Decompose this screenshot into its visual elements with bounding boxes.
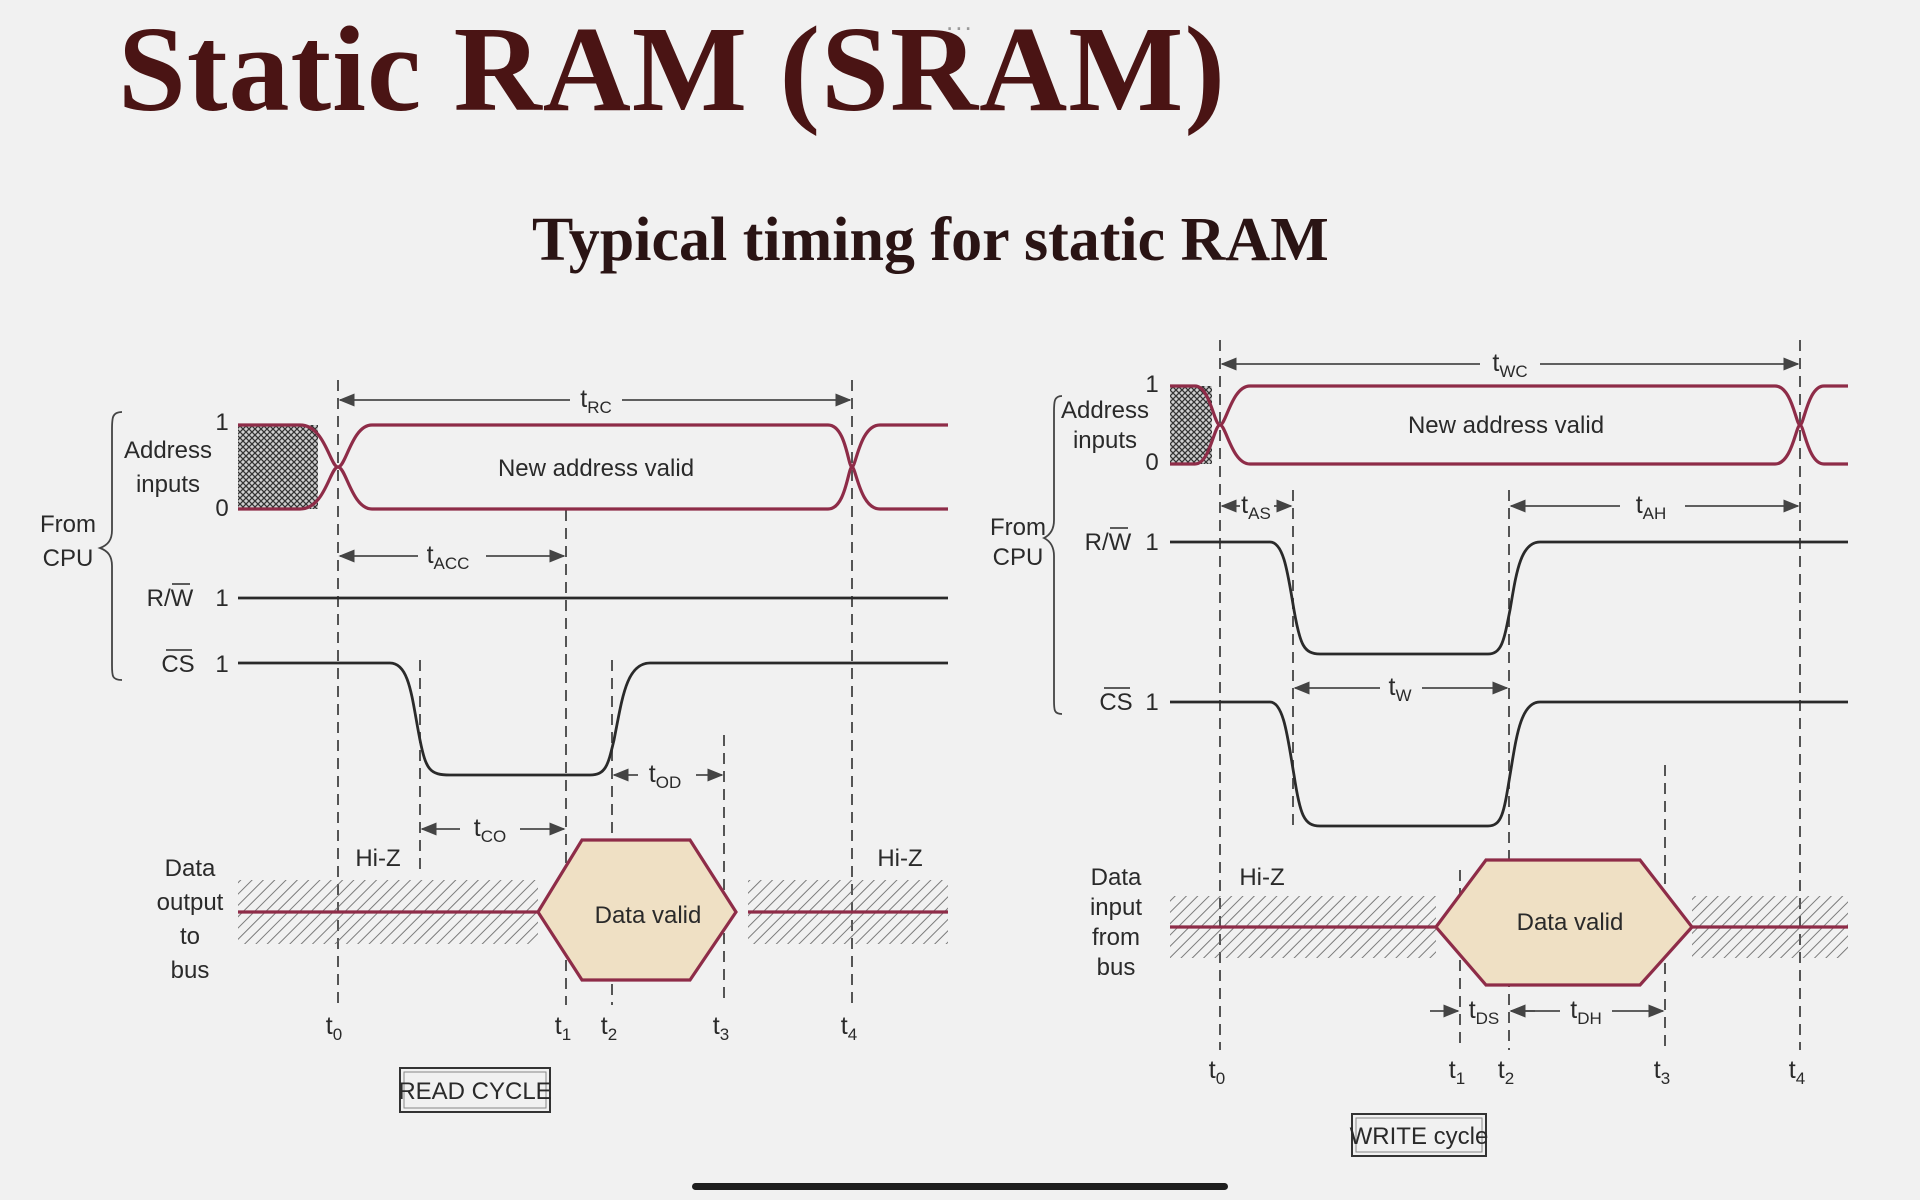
svg-text:From: From xyxy=(40,511,96,538)
svg-text:CPU: CPU xyxy=(993,544,1044,571)
write-tdh-arrow: tDH xyxy=(1509,996,1665,1028)
write-rw-signal: R/W 1 xyxy=(1085,527,1848,656)
svg-text:R/W: R/W xyxy=(147,585,194,612)
svg-text:1: 1 xyxy=(215,651,228,678)
svg-text:t2: t2 xyxy=(1498,1056,1514,1088)
write-tah-arrow: tAH xyxy=(1509,491,1800,523)
svg-text:CPU: CPU xyxy=(43,545,94,572)
svg-text:to: to xyxy=(180,923,200,950)
read-cs-signal: CS 1 xyxy=(161,649,948,777)
slide-subtitle: Typical timing for static RAM xyxy=(532,206,1329,274)
svg-text:0: 0 xyxy=(215,495,228,522)
read-time-markers xyxy=(337,380,853,1005)
svg-text:Hi-Z: Hi-Z xyxy=(1239,864,1284,891)
svg-text:tWC: tWC xyxy=(1492,349,1527,381)
svg-text:input: input xyxy=(1090,894,1142,921)
svg-text:t3: t3 xyxy=(1654,1056,1670,1088)
svg-text:tRC: tRC xyxy=(580,385,612,417)
read-tco-arrow: tCO xyxy=(420,814,566,846)
svg-text:Address: Address xyxy=(1061,397,1149,424)
write-time-markers xyxy=(1219,340,1801,1050)
svg-text:READ CYCLE: READ CYCLE xyxy=(398,1078,551,1105)
write-cycle-diagram: tWC New address valid 1 0 Address inputs… xyxy=(990,340,1848,1157)
read-address-signal: New address valid 1 0 Address inputs xyxy=(124,409,948,522)
svg-text:1: 1 xyxy=(1145,371,1158,398)
svg-text:Hi-Z: Hi-Z xyxy=(877,845,922,872)
write-tw-arrow: tW xyxy=(1293,673,1509,705)
svg-text:CS: CS xyxy=(161,651,194,678)
svg-text:CS: CS xyxy=(1099,689,1132,716)
svg-text:t4: t4 xyxy=(1789,1056,1805,1088)
svg-text:t2: t2 xyxy=(601,1012,617,1044)
svg-text:tW: tW xyxy=(1389,673,1412,705)
svg-text:output: output xyxy=(157,889,224,916)
more-options-dots[interactable]: ... xyxy=(946,6,974,36)
svg-text:bus: bus xyxy=(1097,954,1136,981)
read-cycle-caption: READ CYCLE xyxy=(398,1067,552,1113)
svg-text:1: 1 xyxy=(1145,689,1158,716)
svg-text:1: 1 xyxy=(215,585,228,612)
read-time-labels: t0 t1 t2 t3 t4 xyxy=(326,1012,857,1044)
write-cs-signal: CS 1 xyxy=(1099,687,1848,828)
read-from-cpu-brace: From CPU xyxy=(40,411,123,681)
read-tod-arrow: tOD xyxy=(612,760,724,792)
svg-text:tAH: tAH xyxy=(1636,491,1667,523)
svg-text:0: 0 xyxy=(1145,449,1158,476)
svg-text:tACC: tACC xyxy=(427,541,470,573)
svg-text:Data: Data xyxy=(165,855,216,882)
svg-text:Address: Address xyxy=(124,437,212,464)
svg-text:tDS: tDS xyxy=(1469,996,1500,1028)
read-new-address-label: New address valid xyxy=(498,455,694,482)
write-address-signal: New address valid 1 0 Address inputs xyxy=(1061,371,1848,476)
svg-text:from: from xyxy=(1092,924,1140,951)
svg-text:t4: t4 xyxy=(841,1012,857,1044)
read-tacc-arrow: tACC xyxy=(338,541,566,573)
svg-text:From: From xyxy=(990,514,1046,541)
svg-text:tAS: tAS xyxy=(1241,491,1271,523)
read-rw-signal: R/W 1 xyxy=(147,583,948,612)
home-indicator-bar[interactable] xyxy=(692,1183,1228,1190)
svg-text:t1: t1 xyxy=(555,1012,571,1044)
svg-text:t0: t0 xyxy=(326,1012,342,1044)
read-trc-arrow: tRC xyxy=(338,385,852,417)
svg-text:1: 1 xyxy=(1145,529,1158,556)
svg-text:Hi-Z: Hi-Z xyxy=(355,845,400,872)
svg-text:inputs: inputs xyxy=(136,471,200,498)
write-twc-arrow: tWC xyxy=(1220,349,1800,381)
write-data-signal: Data valid Hi-Z Data input from bus xyxy=(1090,858,1848,987)
svg-text:inputs: inputs xyxy=(1073,427,1137,454)
read-cycle-diagram: tRC New address valid 1 0 Address inputs… xyxy=(40,380,948,1113)
write-data-valid-label: Data valid xyxy=(1517,909,1624,936)
svg-text:Data: Data xyxy=(1091,864,1142,891)
svg-text:tCO: tCO xyxy=(474,814,506,846)
slide-title: Static RAM (SRAM) xyxy=(118,2,1226,137)
read-data-valid-label: Data valid xyxy=(595,902,702,929)
read-data-signal: Data valid Hi-Z Hi-Z Data output to bus xyxy=(157,838,948,984)
svg-text:1: 1 xyxy=(215,409,228,436)
svg-text:bus: bus xyxy=(171,957,210,984)
write-time-labels: t0 t1 t2 t3 t4 xyxy=(1209,1056,1805,1088)
svg-text:WRITE cycle: WRITE cycle xyxy=(1350,1123,1489,1150)
svg-text:t1: t1 xyxy=(1449,1056,1465,1088)
write-tas-arrow: tAS xyxy=(1220,491,1293,523)
write-from-cpu-brace: From CPU xyxy=(990,395,1063,715)
svg-text:R/W: R/W xyxy=(1085,529,1132,556)
write-cycle-caption: WRITE cycle xyxy=(1350,1113,1489,1157)
svg-text:t0: t0 xyxy=(1209,1056,1225,1088)
svg-text:tOD: tOD xyxy=(649,760,681,792)
svg-text:t3: t3 xyxy=(713,1012,729,1044)
svg-text:tDH: tDH xyxy=(1570,996,1602,1028)
write-tds-arrow: tDS xyxy=(1430,996,1535,1028)
write-new-address-label: New address valid xyxy=(1408,412,1604,439)
